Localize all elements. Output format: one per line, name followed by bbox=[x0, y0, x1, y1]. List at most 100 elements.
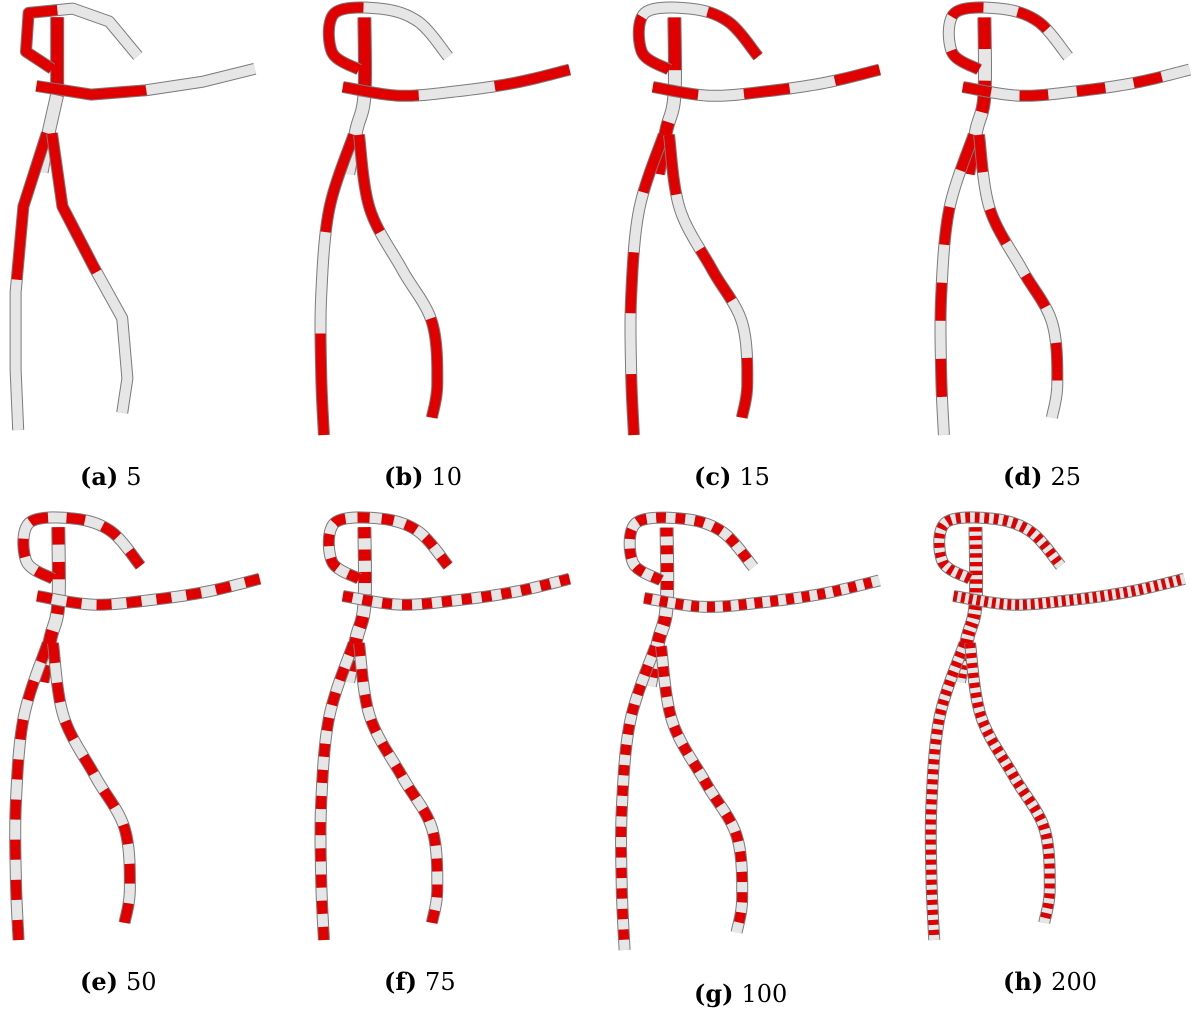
rod-legL-segment bbox=[315, 227, 331, 336]
rod-legR-segment bbox=[1026, 800, 1039, 811]
rod-legR-segment bbox=[384, 751, 401, 770]
rod-legL-segment bbox=[936, 240, 950, 284]
rod-legL-segment bbox=[324, 703, 337, 722]
rod-arm-segment bbox=[647, 594, 662, 606]
rod-headArc-segment bbox=[323, 2, 369, 74]
rod-legR-segment bbox=[1042, 840, 1054, 851]
rod-legL-segment bbox=[625, 251, 639, 314]
caption-f-value: 75 bbox=[425, 968, 456, 996]
rod-headArc-segment bbox=[18, 536, 30, 562]
rod-legR-segment bbox=[362, 706, 376, 722]
rod-legL-segment bbox=[950, 658, 963, 669]
rod-arm-segment bbox=[655, 595, 671, 608]
rod-legR-segment bbox=[377, 738, 394, 758]
rod-legR-segment bbox=[736, 857, 747, 873]
rod-legR-segment bbox=[52, 682, 66, 706]
rod-arm-segment bbox=[801, 591, 812, 603]
rod-arm-segment bbox=[983, 597, 994, 608]
rod-legR-segment bbox=[355, 654, 367, 670]
caption-e-label: (e) bbox=[80, 967, 118, 996]
rod-headArc-segment bbox=[998, 515, 1012, 527]
rod-arm-segment bbox=[950, 591, 961, 602]
rod-arm-segment bbox=[689, 600, 704, 612]
rod-arm-segment bbox=[783, 593, 798, 605]
rod-arm-segment bbox=[957, 592, 968, 603]
rod-headArc-segment bbox=[1004, 516, 1015, 528]
rod-spine-segment bbox=[668, 14, 681, 74]
caption-h: (h)200 bbox=[1003, 967, 1097, 996]
rod-panel-g bbox=[615, 511, 884, 954]
rod-legL-segment bbox=[956, 644, 968, 655]
rod-legR-segment bbox=[1005, 766, 1017, 778]
rod-headArc-segment bbox=[390, 515, 409, 530]
rod-legL-segment bbox=[11, 131, 52, 281]
rod-legR-segment bbox=[1046, 377, 1063, 422]
rod-legL-segment bbox=[935, 358, 947, 400]
caption-e-value: 50 bbox=[125, 968, 157, 996]
rod-legR-segment bbox=[424, 818, 439, 838]
caption-g-value: 100 bbox=[741, 980, 788, 1008]
rod-legL-segment bbox=[933, 717, 945, 728]
rod-headArc-segment bbox=[21, 5, 58, 73]
rod-spine-segment bbox=[953, 669, 967, 682]
rod-legR-segment bbox=[734, 908, 746, 927]
rod-legR-segment bbox=[1015, 783, 1027, 794]
rod-panel-h bbox=[924, 511, 1189, 944]
rod-legL-segment bbox=[620, 740, 632, 758]
rod-headArc-segment bbox=[624, 524, 637, 544]
caption-d-label: (d) bbox=[1003, 462, 1043, 491]
rod-legR-segment bbox=[1002, 762, 1015, 774]
rod-legR-segment bbox=[671, 193, 705, 255]
rod-spine-segment bbox=[342, 93, 371, 179]
rod-headArc-segment bbox=[936, 521, 948, 532]
caption-h-value: 200 bbox=[1051, 968, 1097, 996]
rod-headArc-segment bbox=[717, 527, 733, 542]
rod-legR-segment bbox=[659, 674, 671, 692]
rod-headArc-segment bbox=[948, 566, 962, 578]
rod-arm-segment bbox=[151, 592, 175, 605]
rod-arm-segment bbox=[390, 599, 405, 610]
rod-arm-segment bbox=[340, 591, 357, 603]
rod-legL-segment bbox=[643, 652, 657, 668]
rod-legR-segment bbox=[727, 297, 753, 359]
rod-headArc-segment bbox=[671, 513, 689, 524]
rod-arm-segment bbox=[650, 82, 702, 100]
rod-arm-segment bbox=[371, 596, 387, 608]
rod-arm-segment bbox=[1141, 583, 1148, 594]
rod-headArc-segment bbox=[737, 548, 753, 565]
rod-legL-segment bbox=[11, 779, 23, 802]
rod-legR-segment bbox=[55, 700, 71, 727]
rod-headArc-segment bbox=[953, 568, 966, 580]
rod-arm-segment bbox=[545, 576, 564, 589]
rod-legR-segment bbox=[965, 641, 976, 652]
rod-headArc-segment bbox=[1012, 6, 1051, 34]
rod-headArc-segment bbox=[962, 572, 974, 584]
rod-headArc-segment bbox=[125, 547, 145, 570]
rod-legL-segment bbox=[339, 653, 354, 670]
rod-legL-segment bbox=[315, 331, 329, 438]
rod-legL-segment bbox=[930, 735, 942, 746]
rod-legR-segment bbox=[710, 793, 725, 809]
rod-legR-segment bbox=[110, 804, 129, 830]
rod-legR-segment bbox=[89, 771, 109, 794]
rod-headArc-segment bbox=[1029, 529, 1041, 541]
rod-spine-segment bbox=[350, 621, 366, 643]
rod-headArc-segment bbox=[1047, 550, 1060, 563]
rod-arm-segment bbox=[1018, 89, 1053, 101]
caption-h-label: (h) bbox=[1003, 967, 1044, 996]
rod-arm-segment bbox=[468, 592, 483, 604]
rod-spine-segment bbox=[662, 68, 681, 128]
rod-headArc-segment bbox=[941, 561, 952, 573]
rod-legR-segment bbox=[969, 682, 980, 689]
rod-arm-segment bbox=[498, 587, 513, 600]
rod-headArc-segment bbox=[990, 513, 1004, 525]
rod-legR-segment bbox=[678, 742, 693, 759]
rod-legL-segment bbox=[36, 641, 53, 664]
rod-legR-segment bbox=[663, 705, 676, 722]
caption-b-value: 10 bbox=[431, 463, 463, 491]
rod-legL-segment bbox=[616, 791, 628, 809]
rod-headArc-segment bbox=[113, 533, 134, 555]
rod-legR-segment bbox=[977, 169, 995, 214]
rod-headArc-segment bbox=[649, 571, 665, 585]
rod-arm-segment bbox=[735, 599, 750, 611]
